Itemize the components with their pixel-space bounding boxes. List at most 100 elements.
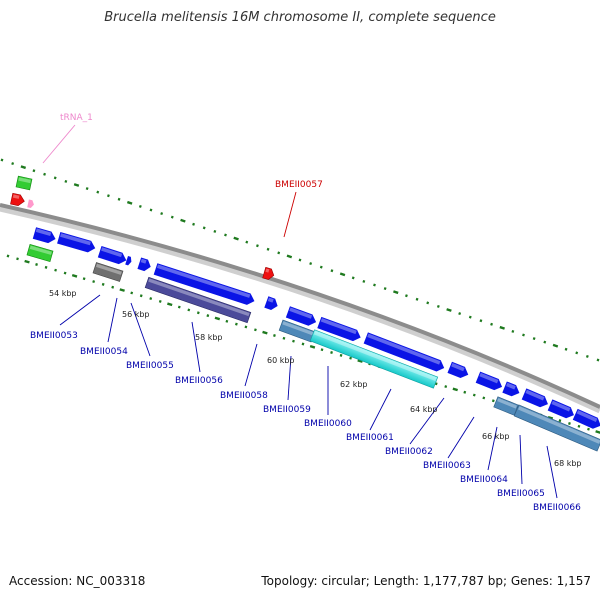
outer-tick xyxy=(180,218,186,223)
inner-tick xyxy=(244,325,248,329)
cds-feature-shape xyxy=(572,408,600,429)
cds-feature-highlight xyxy=(35,228,52,237)
outer-tick xyxy=(543,340,547,344)
outer-tick xyxy=(309,262,313,266)
inner-tick xyxy=(357,359,363,363)
cds-feature-shape xyxy=(57,231,96,253)
cds-feature-shape xyxy=(125,255,132,266)
inner-tick xyxy=(63,271,67,275)
cds-feature-shape xyxy=(285,306,317,326)
inner-tick xyxy=(206,314,210,318)
outer-tick xyxy=(405,294,408,298)
scale-label: 60 kbp xyxy=(267,356,295,365)
cds-feature-highlight xyxy=(101,247,123,258)
cds-feature xyxy=(572,408,600,429)
outer-tick xyxy=(426,301,430,305)
gene-label-bmeii0055: BMEII0055 xyxy=(126,361,174,371)
outer-tick-ring xyxy=(0,158,600,362)
gene-label-bmeii0062: BMEII0062 xyxy=(385,447,433,457)
inner-tick xyxy=(196,311,200,315)
steel-feature xyxy=(513,404,600,452)
misc-feature-red-highlight xyxy=(12,194,20,199)
rrna-feature-highlight xyxy=(18,177,31,184)
outer-tick xyxy=(117,197,121,201)
leader-line xyxy=(191,321,201,373)
outer-tick xyxy=(564,347,568,351)
outer-tick xyxy=(458,312,462,316)
cds-feature-highlight xyxy=(479,372,499,384)
inner-tick xyxy=(273,334,276,337)
outer-tick xyxy=(596,358,600,362)
gene-label-bmeii0061: BMEII0061 xyxy=(346,433,394,443)
outer-tick xyxy=(202,226,206,230)
leader-line xyxy=(287,355,292,401)
outer-tick xyxy=(415,297,419,301)
inner-tick xyxy=(339,353,343,357)
cds-feature xyxy=(363,332,445,372)
leader-line xyxy=(519,434,523,485)
scale-label: 66 kbp xyxy=(482,432,510,441)
cds-feature-highlight xyxy=(367,333,441,365)
cds-feature-highlight xyxy=(140,258,147,264)
outer-tick xyxy=(73,183,80,187)
inner-tick xyxy=(225,319,229,323)
inner-tick xyxy=(587,427,590,431)
outer-tick xyxy=(107,194,110,198)
inner-tick xyxy=(6,254,10,258)
gene-label-bmeii0063: BMEII0063 xyxy=(423,461,471,471)
steel-feature-highlight xyxy=(518,406,600,444)
cds-feature-highlight xyxy=(156,264,251,298)
rrna-feature xyxy=(15,175,33,191)
inner-tick xyxy=(262,330,268,335)
gene-label-bmeii0066: BMEII0066 xyxy=(533,503,581,513)
inner-tick xyxy=(177,305,181,309)
steel-feature-highlight xyxy=(282,321,314,336)
cds-feature-highlight xyxy=(525,389,545,401)
cds-feature-shape xyxy=(97,245,127,265)
outer-tick xyxy=(149,208,153,212)
inner-tick xyxy=(16,257,19,261)
cyan-feature xyxy=(309,329,439,389)
inner-tick xyxy=(187,308,191,312)
cds-feature-highlight xyxy=(551,400,571,412)
scale-label: 58 kbp xyxy=(195,333,223,342)
misc-feature-red xyxy=(10,192,25,206)
leader-line xyxy=(283,191,297,238)
gene-label-bmeii0057: BMEII0057 xyxy=(275,180,323,190)
inner-tick xyxy=(35,263,38,266)
purple-feature-highlight xyxy=(148,278,250,317)
outer-tick xyxy=(53,176,57,180)
outer-tick xyxy=(552,343,559,348)
inner-tick xyxy=(24,259,30,264)
outer-tick xyxy=(362,279,366,283)
steel-feature xyxy=(278,319,316,343)
gene-label-layer: tRNA_1BMEII0057BMEII0053BMEII0054BMEII00… xyxy=(30,113,581,513)
outer-tick xyxy=(20,165,27,170)
map-title: Brucella melitensis 16M chromosome II, c… xyxy=(104,10,496,25)
inner-tick xyxy=(149,297,153,301)
cds-feature xyxy=(521,388,548,408)
outer-tick xyxy=(490,322,493,326)
purple-feature-shape xyxy=(144,276,252,324)
outer-tick xyxy=(499,325,505,330)
cds-feature-shape xyxy=(547,399,574,419)
cds-feature xyxy=(57,231,96,253)
outer-tick xyxy=(43,172,46,176)
label-leader-lines xyxy=(42,124,558,499)
gene-label-trna-1: tRNA_1 xyxy=(60,113,93,123)
inner-tick xyxy=(577,424,581,428)
outer-tick xyxy=(245,240,249,244)
inner-tick xyxy=(54,268,57,272)
cds-feature xyxy=(97,245,127,265)
outer-tick xyxy=(126,200,133,205)
outer-tick xyxy=(522,333,525,337)
steel-feature-highlight xyxy=(497,398,517,409)
misc-feature-bmeii0057 xyxy=(262,266,275,280)
outer-tick xyxy=(383,287,387,291)
leader-line xyxy=(59,294,101,326)
inner-tick xyxy=(568,422,571,425)
inner-tick xyxy=(482,396,486,400)
leader-line xyxy=(546,445,558,499)
outer-tick xyxy=(213,229,217,233)
